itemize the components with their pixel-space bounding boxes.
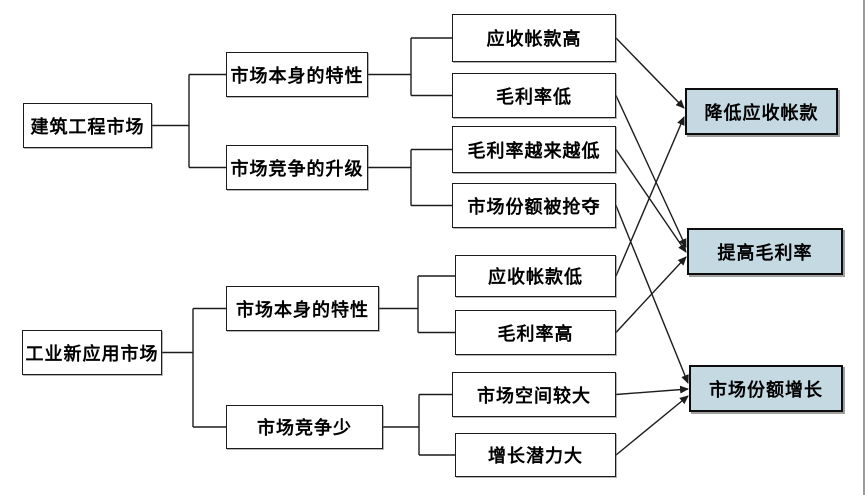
node-b2: 市场竞争的升级	[226, 145, 368, 190]
node-c2: 毛利率低	[452, 73, 616, 118]
node-c6: 毛利率高	[455, 310, 616, 355]
node-c8: 增长潜力大	[455, 433, 616, 477]
node-c3: 毛利率越来越低	[452, 126, 616, 173]
node-a2: 工业新应用市场	[22, 330, 162, 375]
edges-group	[152, 0, 865, 495]
node-c1: 应收帐款高	[452, 14, 616, 62]
node-d3: 市场份额增长	[689, 365, 843, 412]
arrow-c8-d3	[615, 395, 689, 456]
node-c4: 市场份额被抢夺	[452, 183, 616, 228]
node-d1: 降低应收帐款	[685, 88, 838, 135]
arrow-c6-d2	[615, 256, 687, 333]
node-b3: 市场本身的特性	[226, 286, 379, 331]
node-c7: 市场空间较大	[452, 372, 616, 417]
arrow-c5-d1	[615, 116, 685, 277]
arrow-c1-d1	[615, 37, 685, 109]
arrow-c2-d2	[615, 95, 687, 248]
node-b4: 市场竞争少	[226, 405, 383, 449]
arrow-c3-d2	[615, 149, 687, 253]
node-b1: 市场本身的特性	[226, 52, 368, 97]
node-d2: 提高毛利率	[687, 228, 843, 275]
arrow-c7-d3	[615, 385, 689, 396]
node-c5: 应收帐款低	[455, 255, 616, 297]
node-a1: 建筑工程市场	[23, 103, 152, 148]
